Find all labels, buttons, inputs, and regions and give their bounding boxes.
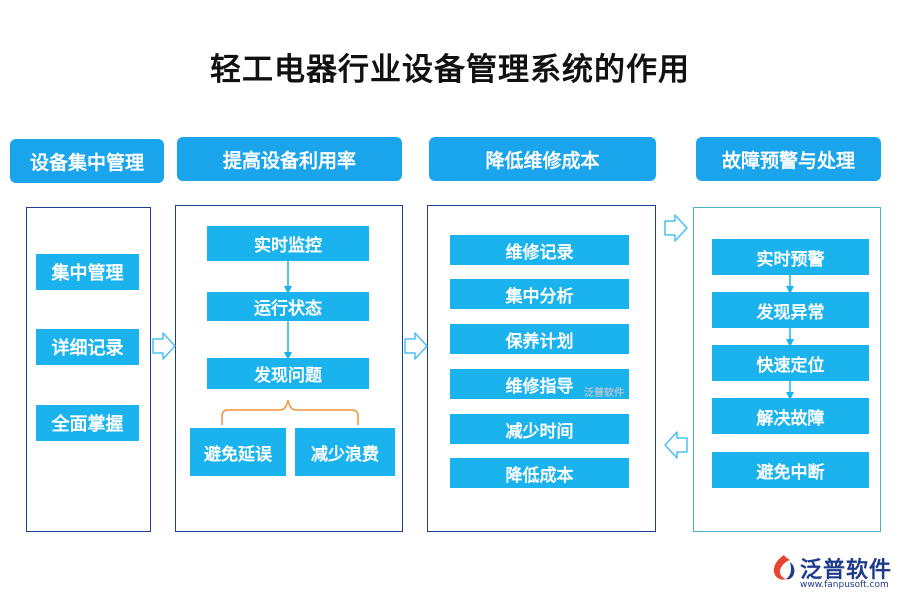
right-arrow-icon [664,214,688,242]
item-maintenance-plan: 保养计划 [450,324,629,354]
right-arrow-icon [404,332,428,360]
right-arrow-icon [152,332,176,360]
logo-url: www.fanpusoft.com [800,580,889,590]
item-discover-problems: 发现问题 [207,358,369,389]
header-centralized-management: 设备集中管理 [10,139,164,183]
item-quick-locate: 快速定位 [712,345,869,381]
item-reduce-time: 减少时间 [450,414,629,444]
item-central-analysis: 集中分析 [450,279,629,309]
orange-brace [221,399,359,425]
item-avoid-interruption: 避免中断 [712,452,869,488]
left-arrow-icon [664,431,688,459]
item-detect-anomaly: 发现异常 [712,292,869,328]
fanpu-logo-icon [773,555,795,580]
watermark: 泛普软件 [584,388,624,399]
item-full-control: 全面掌握 [36,405,139,441]
item-resolve-fault: 解决故障 [712,398,869,434]
item-running-status: 运行状态 [207,292,369,321]
header-fault-warning: 故障预警与处理 [696,137,881,181]
item-reduce-waste: 减少浪费 [295,428,395,476]
header-improve-utilization: 提高设备利用率 [177,137,402,181]
item-reduce-cost: 降低成本 [450,458,629,488]
item-repair-records: 维修记录 [450,235,629,265]
logo-name: 泛普软件 [800,558,893,583]
item-detailed-records: 详细记录 [36,329,139,365]
item-avoid-delay: 避免延误 [190,428,286,476]
item-repair-guidance: 维修指导 [450,369,629,399]
item-realtime-warning: 实时预警 [712,239,869,275]
page-title: 轻工电器行业设备管理系统的作用 [210,52,690,88]
item-centralized-management: 集中管理 [36,254,139,290]
header-reduce-repair-cost: 降低维修成本 [429,137,656,181]
fanpu-logo: 泛普软件 www.fanpusoft.com [770,551,895,595]
item-realtime-monitoring: 实时监控 [207,226,369,261]
